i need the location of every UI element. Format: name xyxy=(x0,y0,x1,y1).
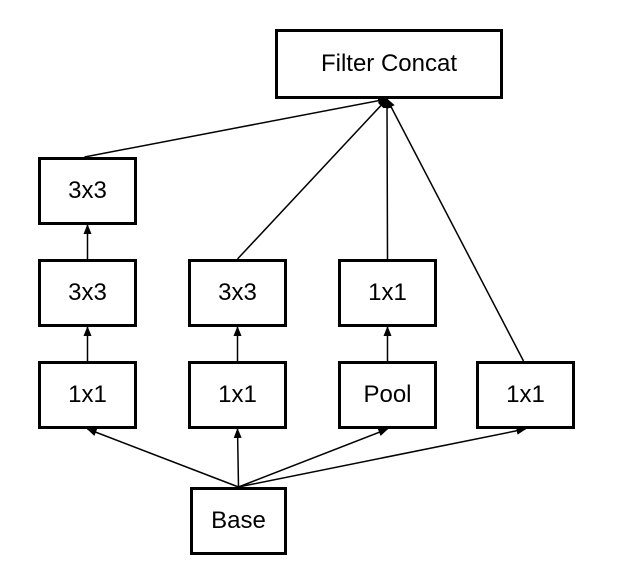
filter-concat-node: Filter Concat xyxy=(275,29,503,99)
arrow-b1_top-to-filter_concat xyxy=(84,96,388,158)
arrow-base-to-b4 xyxy=(238,426,527,488)
filter-concat-label: Filter Concat xyxy=(320,50,458,77)
branch1-1x1-label: 1x1 xyxy=(68,381,107,408)
branch1-3x3-top-node: 3x3 xyxy=(38,157,137,225)
arrow-b4-to-filter_concat xyxy=(386,98,525,362)
branch1-1x1-node: 1x1 xyxy=(38,361,137,429)
branch3-1x1-label: 1x1 xyxy=(368,279,407,306)
branch2-3x3-node: 3x3 xyxy=(188,259,287,327)
arrow-base-to-b2_bottom xyxy=(233,428,242,488)
arrow-b3_top-to-filter_concat xyxy=(383,98,392,260)
branch3-1x1-node: 1x1 xyxy=(338,259,437,327)
branch1-3x3-top-label: 3x3 xyxy=(68,177,107,204)
branch1-3x3-mid-node: 3x3 xyxy=(38,259,137,327)
arrow-base-to-b3_bottom xyxy=(238,428,389,488)
base-label: Base xyxy=(211,507,266,534)
branch2-3x3-label: 3x3 xyxy=(218,279,257,306)
branch3-pool-label: Pool xyxy=(363,381,412,408)
branch1-3x3-mid-label: 3x3 xyxy=(68,279,107,306)
branch2-1x1-label: 1x1 xyxy=(218,381,257,408)
base-node: Base xyxy=(190,487,287,555)
branch2-1x1-node: 1x1 xyxy=(188,361,287,429)
branch4-1x1-label: 1x1 xyxy=(506,381,545,408)
branch4-1x1-node: 1x1 xyxy=(476,361,575,429)
branch3-pool-node: Pool xyxy=(338,361,437,429)
arrow-b2_top-to-filter_concat xyxy=(236,98,388,260)
arrow-base-to-b1_bottom xyxy=(86,428,239,488)
